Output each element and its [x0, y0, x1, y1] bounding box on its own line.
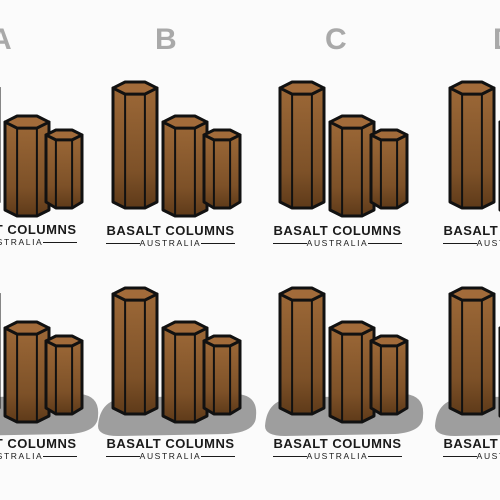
brand-name: BASALT COLUMNS: [443, 223, 500, 238]
brand-subtitle: AUSTRALIA: [0, 451, 95, 462]
brand-subtitle: AUSTRALIA: [425, 238, 500, 249]
basalt-columns-mark: [265, 286, 424, 436]
basalt-column: [369, 334, 409, 416]
basalt-columns-mark: [448, 80, 500, 212]
basalt-column: [278, 286, 326, 416]
basalt-columns-mark: [111, 80, 242, 218]
brand-subtitle: AUSTRALIA: [88, 238, 253, 249]
divider: [273, 243, 307, 244]
brand-subtitle: AUSTRALIA: [0, 237, 95, 248]
divider: [368, 243, 402, 244]
basalt-column: [202, 334, 242, 416]
basalt-column: [369, 128, 409, 210]
brand-subtitle: AUSTRALIA: [88, 451, 253, 462]
basalt-column: [3, 114, 51, 218]
logo-d-plain: BASALT COLUMNS AUSTRALIA: [425, 70, 500, 280]
divider: [106, 243, 140, 244]
basalt-column: [448, 286, 496, 416]
basalt-column: [202, 128, 242, 210]
logo-b-plain: BASALT COLUMNS AUSTRALIA: [88, 70, 253, 280]
basalt-columns-mark: [278, 80, 409, 218]
basalt-column: [111, 286, 159, 416]
brand-subtitle: AUSTRALIA: [255, 238, 420, 249]
basalt-column: [44, 334, 84, 416]
logo-a-plain: BASALT COLUMNS AUSTRALIA: [0, 70, 95, 280]
variant-letter-d: D: [493, 22, 500, 58]
logo-d-shadow: BASALT COLUMNS AUSTRALIA: [425, 276, 500, 486]
basalt-columns-mark: [435, 286, 500, 436]
divider: [443, 456, 477, 457]
basalt-column: [44, 128, 84, 210]
brand-name: BASALT COLUMNS: [106, 223, 235, 238]
brand-subtitle: AUSTRALIA: [425, 451, 500, 462]
brand-name: BASALT COLUMNS: [106, 436, 235, 451]
basalt-column: [328, 114, 376, 218]
brand-name: BASALT COLUMNS: [0, 222, 77, 237]
brand-name: BASALT COLUMNS: [273, 436, 402, 451]
basalt-column: [328, 320, 376, 424]
brand-subtitle: AUSTRALIA: [255, 451, 420, 462]
logo-c-plain: BASALT COLUMNS AUSTRALIA: [255, 70, 420, 280]
divider: [201, 243, 235, 244]
brand-name: BASALT COLUMNS: [0, 436, 77, 451]
divider: [43, 456, 77, 457]
divider: [273, 456, 307, 457]
basalt-columns-mark: [0, 292, 99, 436]
divider: [201, 456, 235, 457]
basalt-columns-mark: [98, 286, 257, 436]
divider: [43, 242, 77, 243]
logo-a-shadow: BASALT COLUMNS AUSTRALIA: [0, 276, 99, 486]
divider: [368, 456, 402, 457]
basalt-column: [161, 320, 209, 424]
variant-letter-c: C: [325, 23, 347, 56]
basalt-column: [448, 80, 496, 210]
logo-c-shadow: BASALT COLUMNS AUSTRALIA: [255, 276, 424, 486]
basalt-columns-mark: [0, 86, 84, 218]
brand-name: BASALT COLUMNS: [273, 223, 402, 238]
divider: [106, 456, 140, 457]
variant-letter-a: A: [0, 23, 12, 56]
basalt-column: [278, 80, 326, 210]
brand-name: BASALT COLUMNS: [443, 436, 500, 451]
logo-b-shadow: BASALT COLUMNS AUSTRALIA: [88, 276, 257, 486]
basalt-column: [3, 320, 51, 424]
variant-letter-b: B: [155, 23, 177, 56]
divider: [443, 243, 477, 244]
basalt-column: [111, 80, 159, 210]
basalt-column: [161, 114, 209, 218]
